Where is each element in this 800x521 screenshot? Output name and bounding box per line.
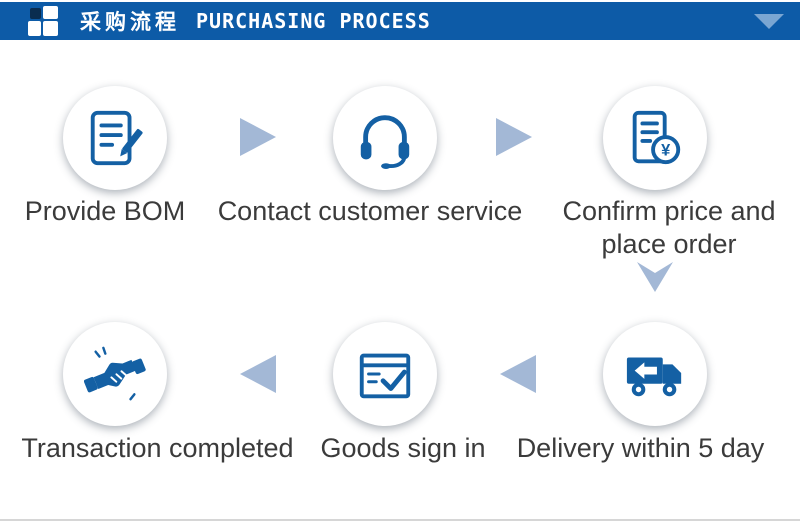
logo-square <box>28 21 41 36</box>
section-title-zh: 采购流程 <box>80 11 180 34</box>
logo-square-dark <box>30 8 41 19</box>
logo-square <box>43 6 58 19</box>
triangle-down-icon <box>754 14 784 29</box>
label-confirm-price-place-order: Confirm price and place order <box>562 196 776 259</box>
logo-square <box>43 21 58 36</box>
arrow-right-icon <box>240 118 276 156</box>
yen-symbol: ¥ <box>661 141 671 159</box>
step-delivery-circle <box>603 322 707 426</box>
step-confirm-price-circle: ¥ <box>603 86 707 190</box>
step-contact-circle <box>333 86 437 190</box>
label-goods-sign-in: Goods sign in <box>320 433 486 463</box>
package-check-icon <box>359 353 411 399</box>
section-title: 采购流程 PURCHASING PROCESS <box>80 6 431 36</box>
handshake-icon <box>84 346 146 401</box>
truck-icon <box>626 357 682 397</box>
headset-icon <box>360 115 410 169</box>
arrow-left-icon <box>500 355 536 393</box>
section-title-en: PURCHASING PROCESS <box>196 9 431 33</box>
label-transaction-completed: Transaction completed <box>21 433 294 463</box>
bottom-divider <box>0 519 800 521</box>
step-goods-sign-in-circle <box>333 322 437 426</box>
section-header: 采购流程 PURCHASING PROCESS <box>0 2 800 40</box>
arrow-left-icon <box>240 355 276 393</box>
arrow-right-icon <box>496 118 532 156</box>
arrow-down-icon <box>637 262 673 292</box>
label-provide-bom: Provide BOM <box>24 196 186 226</box>
step-transaction-completed-circle <box>63 322 167 426</box>
squares-logo-icon <box>28 6 58 36</box>
document-edit-icon <box>90 110 143 166</box>
step-provide-bom-circle <box>63 86 167 190</box>
label-contact-customer-service: Contact customer service <box>217 196 523 226</box>
invoice-yen-icon: ¥ <box>632 110 681 165</box>
label-delivery-within-5-day: Delivery within 5 day <box>516 433 765 463</box>
